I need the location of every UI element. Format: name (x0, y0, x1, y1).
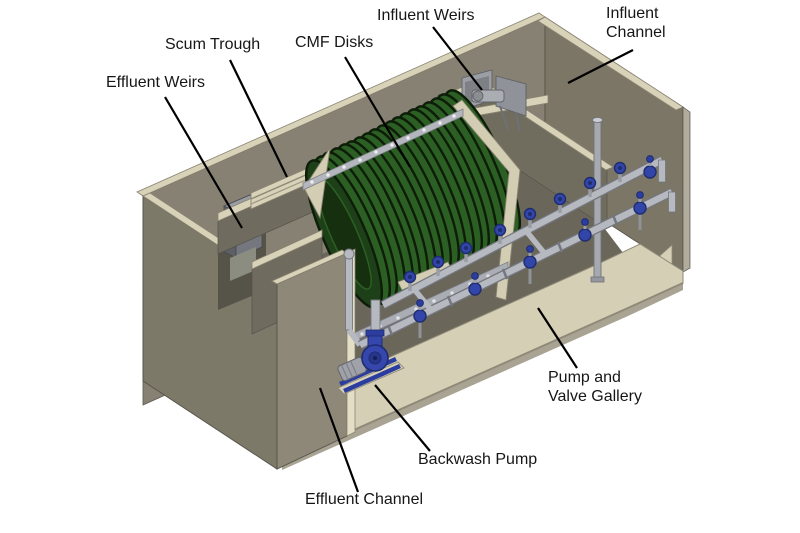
effluent-channel-front-wall (271, 248, 356, 470)
leader-pump-valve-gallery (537, 307, 578, 369)
backwash-pump (337, 299, 405, 395)
label-scum-trough: Scum Trough (165, 36, 261, 53)
label-pump-valve-gallery: Pump and Valve Gallery (548, 369, 642, 405)
leader-influent-channel (567, 49, 634, 84)
leader-effluent-channel (318, 387, 360, 493)
label-influent-weirs: Influent Weirs (377, 7, 475, 24)
label-backwash-pump: Backwash Pump (418, 451, 538, 468)
leader-lines (164, 26, 634, 493)
disk-top-rail (302, 108, 464, 191)
label-influent-channel: Influent Channel (606, 5, 666, 41)
label-effluent-channel: Effluent Channel (305, 491, 424, 508)
label-effluent-weirs: Effluent Weirs (106, 74, 206, 91)
leader-scum-trough (229, 59, 288, 178)
leader-cmf-disks (344, 56, 411, 168)
pump-valve-gallery-floor (281, 243, 684, 470)
label-cmf-disks: CMF Disks (295, 34, 374, 51)
manifold-piping (343, 156, 676, 350)
leader-effluent-weirs (164, 96, 243, 229)
leader-backwash-pump (374, 384, 431, 452)
leader-influent-weirs (432, 26, 483, 91)
standpipe (590, 117, 605, 283)
